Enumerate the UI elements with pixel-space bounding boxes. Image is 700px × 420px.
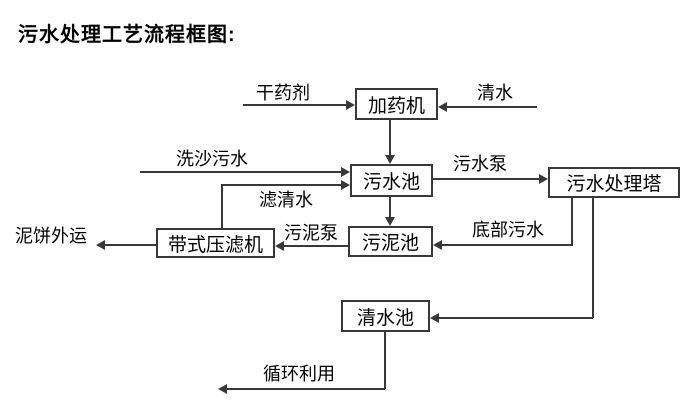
- edge-recycle-vline: [384, 332, 386, 389]
- edge-bottom-sewage-hline: [442, 244, 573, 246]
- arrow-right-icon: [341, 180, 350, 190]
- edge-sand-washing-line: [140, 171, 341, 173]
- edge-filtered-water-hline: [221, 184, 341, 186]
- arrow-right-icon: [341, 167, 350, 177]
- edge-filtered-water-vline: [221, 185, 223, 228]
- node-treatment-tower: 污水处理塔: [548, 167, 680, 198]
- node-sewage-pool: 污水池: [350, 164, 433, 197]
- arrow-down-icon: [385, 155, 395, 164]
- edge-dry-agent-line: [243, 104, 346, 106]
- arrow-left-icon: [275, 241, 284, 251]
- label-sludge-pump: 污泥泵: [284, 223, 338, 243]
- label-dry-agent: 干药剂: [256, 83, 310, 103]
- node-clear-water-pool: 清水池: [341, 300, 430, 332]
- arrow-left-icon: [438, 102, 447, 112]
- arrow-left-icon: [430, 313, 439, 323]
- edge-tower-to-clear-vline: [592, 198, 594, 318]
- arrow-left-icon: [433, 240, 442, 250]
- label-recycle-use: 循环利用: [263, 364, 335, 384]
- page-title: 污水处理工艺流程框图:: [18, 24, 236, 46]
- arrow-right-icon: [346, 100, 355, 110]
- node-dosing-machine: 加药机: [355, 88, 438, 120]
- arrow-left-icon: [96, 240, 105, 250]
- arrow-down-icon: [385, 217, 395, 226]
- edge-clean-water-line: [447, 106, 537, 108]
- edge-sewage-to-sludge-line: [389, 197, 391, 218]
- label-sewage-pump: 污水泵: [453, 154, 507, 174]
- edge-mud-cake-line: [105, 244, 156, 246]
- label-mud-cake-outbound: 泥饼外运: [15, 226, 87, 246]
- label-bottom-sewage: 底部污水: [472, 220, 544, 240]
- edge-sewage-pump-line: [433, 178, 539, 180]
- node-sludge-pool: 污泥池: [348, 226, 433, 257]
- edge-sludge-pump-line: [284, 245, 348, 247]
- label-sand-washing-sewage: 洗沙污水: [176, 149, 248, 169]
- label-filtered-water: 滤清水: [259, 190, 313, 210]
- label-clean-water: 清水: [477, 83, 513, 103]
- edge-tower-to-clear-hline: [439, 317, 593, 319]
- node-belt-filter-press: 带式压滤机: [156, 228, 275, 258]
- arrow-left-icon: [218, 384, 227, 394]
- arrow-right-icon: [539, 174, 548, 184]
- edge-bottom-sewage-vline: [571, 198, 573, 245]
- edge-recycle-hline: [227, 388, 385, 390]
- edge-dosing-to-sewage-line: [389, 120, 391, 157]
